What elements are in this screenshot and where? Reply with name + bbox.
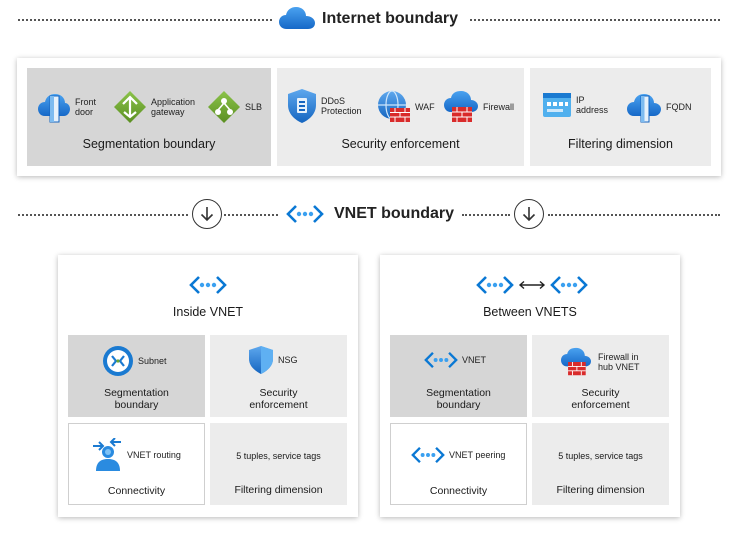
vnet-boundary-title: VNET boundary [334,205,455,222]
segmentation-boundary-title: Segmentation boundary [82,137,216,151]
internet-security-panel: DDoS Protection WAF [277,68,524,166]
ip-address-icon [542,92,572,118]
ddos-protection-item: DDoS Protection [287,88,362,124]
hub-firewall-label: Firewall in hub VNET [598,352,640,372]
internet-boundary-line-right [470,19,720,21]
nsg-item: NSG [248,345,298,375]
inside-segmentation-panel: Subnet Segmentation boundary [68,335,205,417]
vnet-boundary-icon [286,204,324,224]
down-arrow-icon-right [514,199,544,229]
inside-vnet-title: Inside VNET [172,305,244,319]
down-arrow-icon-left [192,199,222,229]
firewall-label: Firewall [483,102,515,112]
slb-icon [207,90,241,124]
waf-icon [377,90,411,124]
between-vnets-title: Between VNETS [483,305,577,319]
between-segmentation-panel: VNET Segmentation boundary [390,335,527,417]
between-vnets-card: Between VNETS VNET Segmentation boundary [380,255,680,517]
vnet-routing-icon [91,438,123,472]
slb-label: SLB [245,102,263,112]
ddos-protection-label: DDoS Protection [321,96,362,116]
inside-filtering-panel: 5 tuples, service tags Filtering dimensi… [210,423,347,505]
inside-security-panel: NSG Security enforcement [210,335,347,417]
ddos-protection-icon [287,88,317,124]
inside-connectivity-panel: VNET routing Connectivity [68,423,205,505]
hub-firewall-icon [558,347,594,377]
internet-filtering-panel: IP address FQDN Filtering dimension [530,68,711,166]
firewall-icon [443,90,479,124]
waf-item: WAF [377,90,435,124]
hub-firewall-item: Firewall in hub VNET [558,347,640,377]
ip-address-item: IP address [542,92,608,118]
vnet-peering-icon [411,446,445,464]
inside-filtering-title: Filtering dimension [234,484,323,496]
between-connectivity-title: Connectivity [429,485,488,497]
between-filtering-panel: 5 tuples, service tags Filtering dimensi… [532,423,669,505]
firewall-item: Firewall [443,90,514,124]
vnet-boundary-line-mid-left [224,214,278,216]
between-segmentation-title: Segmentation boundary [426,387,491,411]
subnet-label: Subnet [138,356,167,366]
internet-cloud-icon [278,6,316,30]
waf-label: WAF [415,102,435,112]
subnet-icon [102,345,134,377]
front-door-label: Front door [75,97,97,117]
vnet-label: VNET [462,355,487,365]
fqdn-item: FQDN [626,90,692,124]
inside-vnet-card: Inside VNET Subnet Segmentation boundary [58,255,358,517]
vnet-boundary-line-left [18,214,188,216]
internet-boundary-title: Internet boundary [322,10,459,27]
inside-segmentation-title: Segmentation boundary [104,387,169,411]
front-door-item: Front door [37,90,96,124]
front-door-icon [37,90,71,124]
vnet-routing-item: VNET routing [91,438,181,472]
between-security-panel: Firewall in hub VNET Security enforcemen… [532,335,669,417]
filtering-dimension-title: Filtering dimension [568,137,673,151]
vnet-icon [424,351,458,369]
nsg-label: NSG [278,355,298,365]
between-filtering-item: 5 tuples, service tags [558,451,643,461]
fqdn-label: FQDN [666,102,692,112]
between-filtering-title: Filtering dimension [556,484,645,496]
inside-vnet-icon [189,275,227,295]
between-vnets-icon [476,275,588,295]
fqdn-icon [626,90,662,124]
application-gateway-icon [113,90,147,124]
slb-item: SLB [207,90,262,124]
internet-boundary-line-left [18,19,272,21]
subnet-item: Subnet [102,345,167,377]
vnet-boundary-line-mid-right [462,214,510,216]
inside-security-title: Security enforcement [249,387,308,411]
vnet-boundary-line-right [548,214,720,216]
internet-segmentation-panel: Front door Application gateway [27,68,271,166]
inside-filtering-item: 5 tuples, service tags [236,451,321,461]
application-gateway-label: Application gateway [151,97,196,117]
vnet-item: VNET [424,351,486,369]
double-arrow-icon [518,280,546,290]
ip-address-label: IP address [576,95,609,115]
internet-boundary-card: Front door Application gateway [17,58,721,176]
application-gateway-item: Application gateway [113,90,195,124]
vnet-routing-label: VNET routing [127,450,181,460]
between-security-title: Security enforcement [571,387,630,411]
between-connectivity-panel: VNET peering Connectivity [390,423,527,505]
vnet-peering-item: VNET peering [411,446,505,464]
vnet-peering-label: VNET peering [449,450,506,460]
nsg-icon [248,345,274,375]
security-enforcement-title: Security enforcement [341,137,460,151]
inside-connectivity-title: Connectivity [107,485,166,497]
